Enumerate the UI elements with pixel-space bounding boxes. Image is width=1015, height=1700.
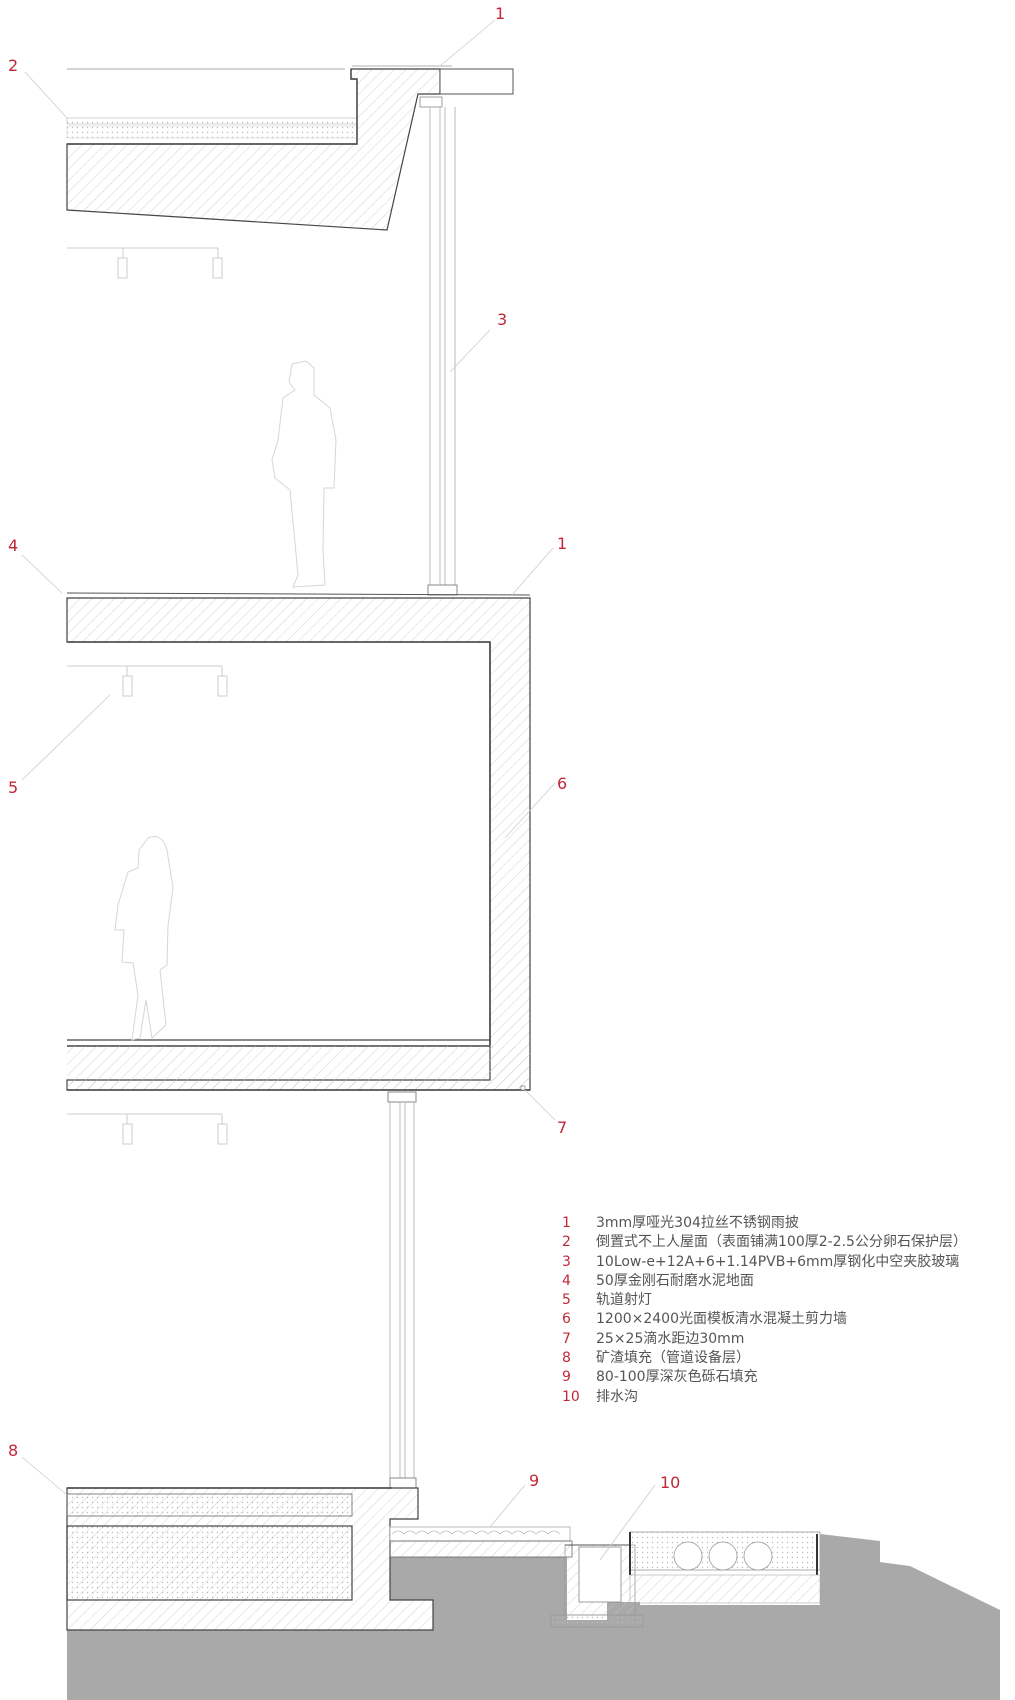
leader-lines — [21, 19, 656, 1561]
track-light-lower — [67, 1113, 228, 1145]
callout-1-mid-canopy: 1 — [557, 534, 568, 553]
legend-number: 5 — [562, 1292, 571, 1309]
ground-floor-foundation — [66, 1487, 1000, 1700]
callout-10-drain: 10 — [660, 1473, 681, 1492]
legend-number: 3 — [562, 1253, 571, 1270]
legend-text: 轨道射灯 — [596, 1292, 652, 1309]
roof-slab — [66, 65, 514, 231]
track-light-middle — [67, 665, 228, 697]
callout-6-shear-wall: 6 — [557, 774, 568, 793]
legend-item: 6 1200×2400光面模板清水混凝土剪力墙 — [560, 1310, 1010, 1329]
legend-item: 1 3mm厚哑光304拉丝不锈钢雨披 — [560, 1214, 1010, 1233]
legend-number: 4 — [562, 1272, 571, 1289]
legend-text: 矿渣填充（管道设备层） — [596, 1350, 750, 1367]
callout-5-track-light: 5 — [8, 778, 19, 797]
legend-item: 10 排水沟 — [560, 1388, 1010, 1407]
glazing-upper — [427, 107, 458, 596]
glazing-lower — [387, 1091, 417, 1489]
callout-1-canopy: 1 — [495, 4, 506, 23]
person-man-silhouette — [271, 360, 337, 588]
legend-text: 1200×2400光面模板清水混凝土剪力墙 — [596, 1311, 847, 1328]
legend-text: 3mm厚哑光304拉丝不锈钢雨披 — [596, 1215, 799, 1231]
person-woman-silhouette — [114, 836, 174, 1041]
mid-slab — [66, 592, 531, 1091]
callout-4-floor: 4 — [8, 536, 19, 555]
legend-number: 8 — [562, 1350, 571, 1367]
legend-number: 6 — [562, 1311, 571, 1328]
legend-number: 9 — [562, 1369, 571, 1386]
legend-item: 9 80-100厚深灰色砾石填充 — [560, 1368, 1010, 1387]
legend-item: 8 矿渣填充（管道设备层） — [560, 1349, 1010, 1368]
legend-text: 50厚金刚石耐磨水泥地面 — [596, 1272, 754, 1289]
legend-item: 7 25×25滴水距边30mm — [560, 1330, 1010, 1349]
legend-item: 3 10Low-e+12A+6+1.14PVB+6mm厚钢化中空夹胶玻璃 — [560, 1253, 1010, 1272]
legend: 1 3mm厚哑光304拉丝不锈钢雨披 2 倒置式不上人屋面（表面铺满100厚2-2.… — [560, 1214, 1010, 1407]
legend-number: 10 — [562, 1388, 580, 1405]
callout-7-drip: 7 — [557, 1118, 568, 1137]
legend-number: 7 — [562, 1330, 571, 1347]
legend-item: 2 倒置式不上人屋面（表面铺满100厚2-2.5公分卵石保护层） — [560, 1233, 1010, 1252]
callout-8-slag-fill: 8 — [8, 1441, 19, 1460]
legend-text: 排水沟 — [596, 1388, 638, 1405]
track-light-upper — [67, 247, 223, 279]
legend-text: 倒置式不上人屋面（表面铺满100厚2-2.5公分卵石保护层） — [596, 1234, 967, 1251]
legend-number: 1 — [562, 1215, 571, 1231]
legend-text: 80-100厚深灰色砾石填充 — [596, 1369, 758, 1386]
callout-3-glazing: 3 — [497, 310, 508, 329]
legend-number: 2 — [562, 1234, 571, 1251]
legend-item: 5 轨道射灯 — [560, 1291, 1010, 1310]
legend-text: 25×25滴水距边30mm — [596, 1330, 745, 1347]
legend-item: 4 50厚金刚石耐磨水泥地面 — [560, 1272, 1010, 1291]
legend-text: 10Low-e+12A+6+1.14PVB+6mm厚钢化中空夹胶玻璃 — [596, 1253, 960, 1270]
callout-2-roof: 2 — [8, 56, 19, 75]
callout-9-gravel: 9 — [529, 1471, 540, 1490]
